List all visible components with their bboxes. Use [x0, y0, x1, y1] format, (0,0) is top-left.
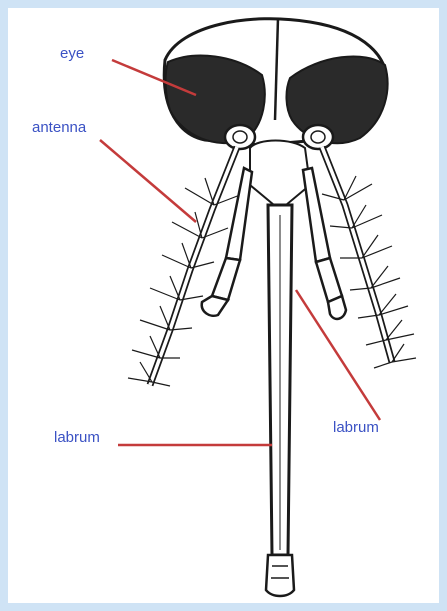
antenna-leader-line: [100, 140, 196, 222]
head-capsule: [164, 18, 387, 145]
antenna-label: antenna: [32, 119, 87, 136]
proboscis: [266, 205, 294, 596]
right-antenna: [322, 147, 416, 368]
clypeus: [250, 141, 310, 211]
labella-tip: [266, 555, 294, 596]
right-eye: [286, 56, 387, 143]
eye-label: eye: [60, 45, 84, 62]
labrum-label-left: labrum: [54, 429, 100, 446]
labrum-label-right: labrum: [333, 419, 379, 436]
